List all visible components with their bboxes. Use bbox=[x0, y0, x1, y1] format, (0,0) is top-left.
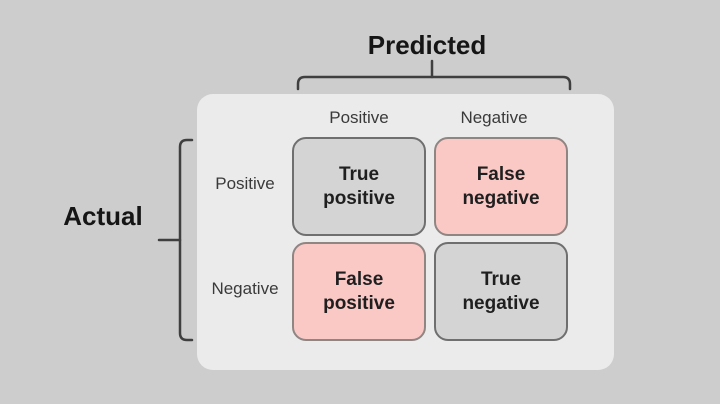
cell-text-line: positive bbox=[323, 187, 395, 209]
cell-text-line: True bbox=[338, 163, 380, 185]
cell-true-positive: True positive bbox=[292, 137, 426, 236]
actual-brace bbox=[157, 138, 194, 342]
cell-text-line: negative bbox=[462, 187, 540, 209]
predicted-brace bbox=[296, 59, 572, 91]
actual-title: Actual bbox=[63, 201, 143, 231]
cell-false-negative-label: False negative bbox=[462, 163, 539, 211]
cell-text-line: True bbox=[480, 268, 522, 290]
row-header-positive: Positive bbox=[215, 174, 275, 193]
column-header-positive: Positive bbox=[329, 108, 389, 127]
cell-true-negative-label: True negative bbox=[462, 268, 539, 316]
row-header-negative: Negative bbox=[211, 279, 279, 298]
cell-false-positive-label: False positive bbox=[323, 268, 395, 316]
cell-true-negative: True negative bbox=[434, 242, 568, 341]
cell-text-line: False bbox=[476, 163, 526, 185]
cell-true-positive-label: True positive bbox=[323, 163, 395, 211]
cell-text-line: False bbox=[334, 268, 384, 290]
cell-text-line: positive bbox=[323, 292, 395, 314]
column-header-negative: Negative bbox=[460, 108, 528, 127]
cell-false-negative: False negative bbox=[434, 137, 568, 236]
cell-text-line: negative bbox=[462, 292, 540, 314]
cell-false-positive: False positive bbox=[292, 242, 426, 341]
predicted-title: Predicted bbox=[367, 30, 487, 60]
